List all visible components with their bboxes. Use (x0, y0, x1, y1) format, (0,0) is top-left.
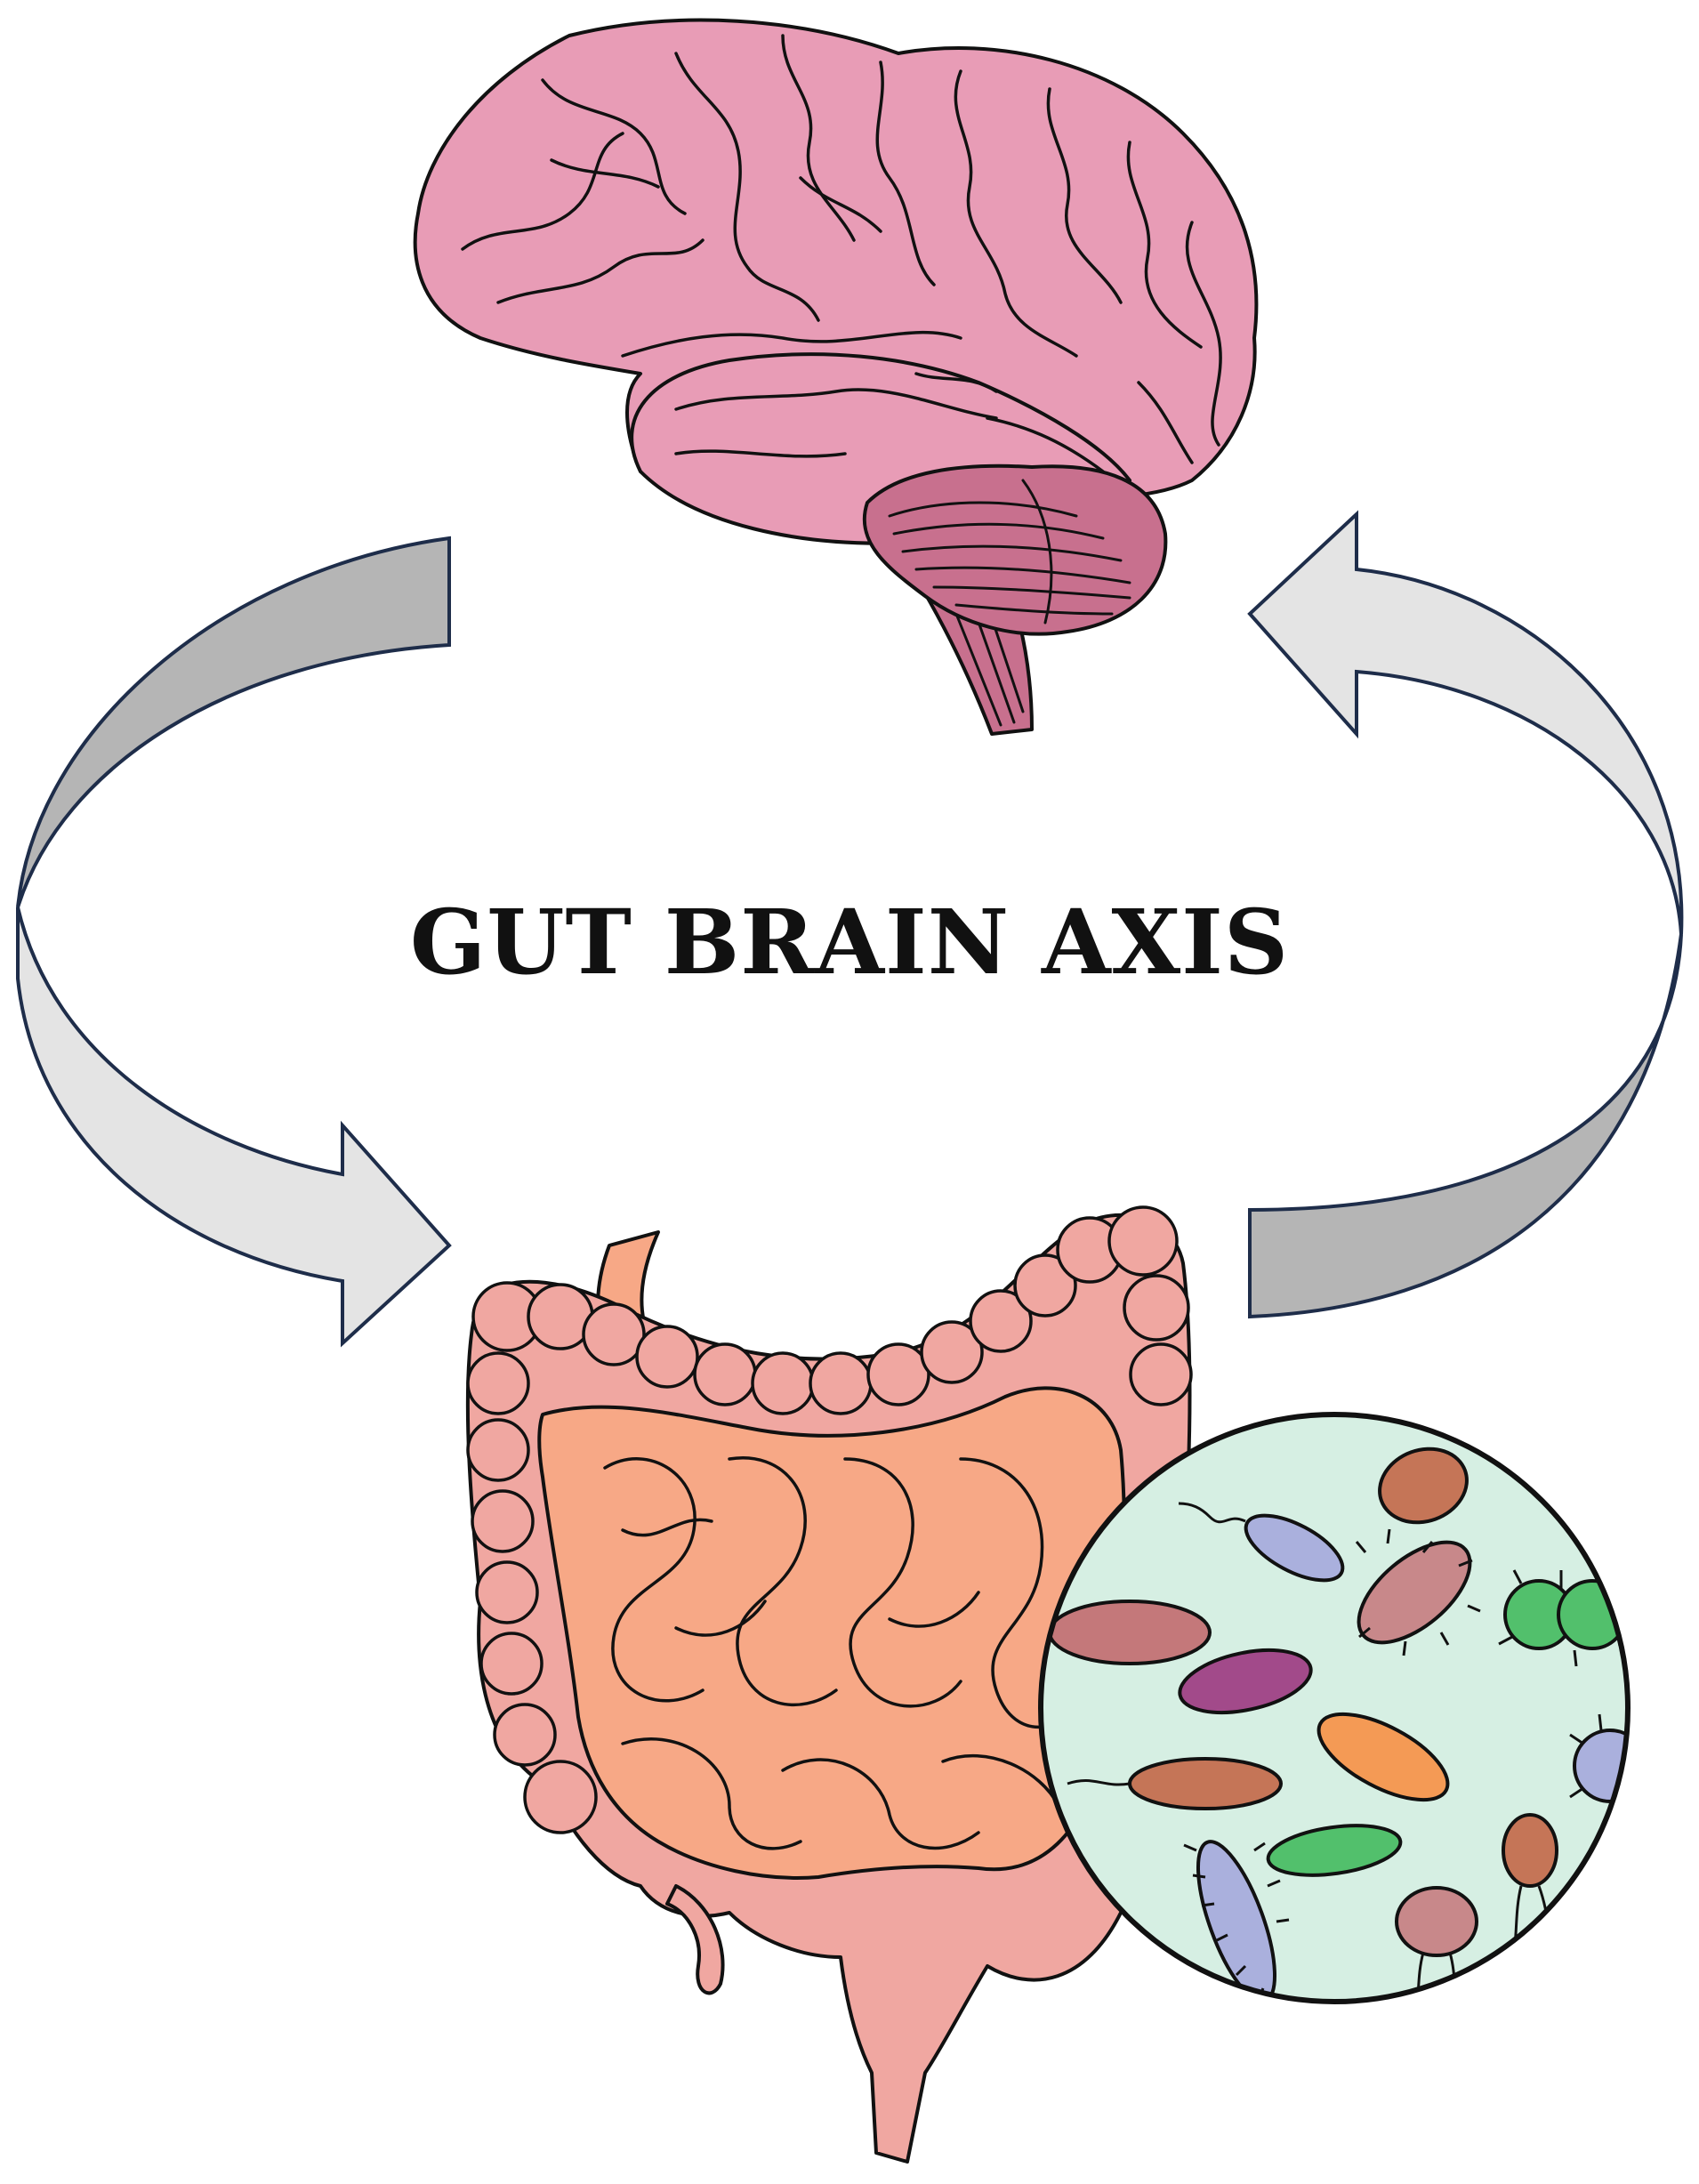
downward-arrow-icon (16, 536, 452, 1348)
appendix (665, 1884, 725, 1995)
bacterium-green-rod (1266, 1824, 1403, 1877)
left-arrow-front-band (16, 907, 452, 1348)
bacterium-flagellated-rose (1357, 1540, 1472, 1645)
bacterium-purple-rod (1178, 1648, 1313, 1714)
bacterium-green-coccus-2 (1557, 1579, 1628, 1650)
left-arrow-back-band (16, 536, 451, 908)
small-intestine (537, 1386, 1126, 1880)
intestine-icon (465, 1205, 1193, 2164)
gut-microbiome-icon (1038, 1412, 1631, 2004)
bacterium-brown-rod (1128, 1757, 1283, 1810)
cerebellum (862, 463, 1168, 636)
bacterium-lavender-coccus (1573, 1729, 1628, 1803)
microbiome-border (1038, 1412, 1631, 2004)
bacterium-pink-rod (1048, 1600, 1212, 1665)
brain-icon (413, 18, 1259, 736)
bacterium-rose-oval (1395, 1886, 1478, 1957)
bacterium-orange-rod (1317, 1712, 1450, 1802)
bacterium-brown-rod-top (1378, 1447, 1469, 1525)
diagram-title: GUT BRAIN AXIS (409, 890, 1290, 995)
bacterium-brown-oval (1502, 1813, 1558, 1888)
right-arrow-front-band (1247, 510, 1684, 935)
bacterium-lavender-rod (1244, 1513, 1345, 1583)
right-arrow-back-band (1248, 933, 1683, 1319)
microbiome-background (1041, 1414, 1628, 2002)
upward-arrow-icon (1247, 510, 1684, 1319)
